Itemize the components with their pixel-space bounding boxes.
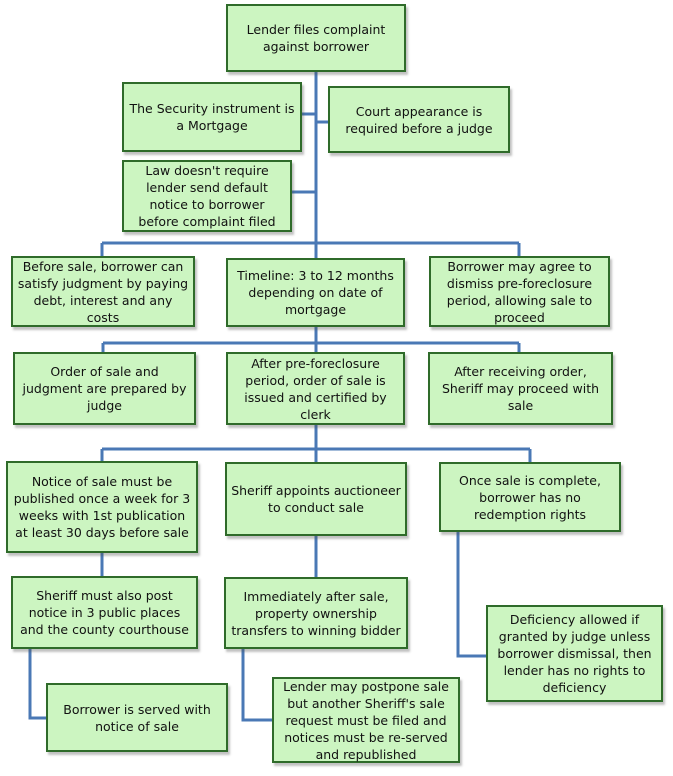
box-text: Sheriff must also post notice in 3 publi…	[20, 588, 189, 637]
box-before-sale: Before sale, borrower can satisfy judgme…	[11, 256, 195, 327]
box-sheriff-appoints: Sheriff appoints auctioneer to conduct s…	[225, 462, 407, 536]
box-borrower-served: Borrower is served with notice of sale	[46, 683, 228, 752]
connector-right-a	[456, 532, 486, 658]
box-text: Before sale, borrower can satisfy judgme…	[17, 258, 189, 325]
box-text: Immediately after sale, property ownersh…	[231, 588, 401, 638]
box-law-default-notice: Law doesn't require lender send default …	[122, 160, 292, 232]
box-text: Order of sale and judgment are prepared …	[22, 364, 187, 413]
box-text: After receiving order, Sheriff may proce…	[441, 364, 600, 413]
box-order-of-sale: Order of sale and judgment are prepared …	[13, 352, 196, 425]
box-sheriff-must-post: Sheriff must also post notice in 3 publi…	[11, 576, 198, 649]
connector-left-b	[28, 648, 47, 720]
connector-mid-b	[241, 648, 273, 722]
box-lender-files-complaint: Lender files complaint against borrower	[226, 4, 406, 72]
box-text: Law doesn't require lender send default …	[138, 163, 276, 229]
box-deficiency: Deficiency allowed if granted by judge u…	[486, 605, 663, 702]
box-text: Lender files complaint against borrower	[246, 22, 386, 54]
box-once-sale-complete: Once sale is complete, borrower has no r…	[439, 462, 621, 532]
box-text: Timeline: 3 to 12 months depending on da…	[237, 268, 394, 317]
box-text: Deficiency allowed if granted by judge u…	[497, 612, 652, 695]
box-after-receiving-order: After receiving order, Sheriff may proce…	[428, 352, 613, 425]
box-borrower-may-agree: Borrower may agree to dismiss pre-forecl…	[429, 256, 610, 327]
box-security-instrument: The Security instrument is a Mortgage	[122, 82, 302, 152]
box-timeline: Timeline: 3 to 12 months depending on da…	[226, 258, 405, 327]
box-text: Borrower may agree to dismiss pre-forecl…	[446, 258, 593, 325]
box-text: Court appearance is required before a ju…	[345, 103, 493, 136]
box-notice-of-sale: Notice of sale must be published once a …	[6, 461, 198, 553]
box-after-pre-foreclosure: After pre-foreclosure period, order of s…	[226, 352, 405, 425]
box-text: Sheriff appoints auctioneer to conduct s…	[231, 483, 401, 515]
box-court-appearance: Court appearance is required before a ju…	[328, 86, 510, 153]
box-lender-may-postpone: Lender may postpone sale but another She…	[272, 677, 460, 763]
box-text: The Security instrument is a Mortgage	[129, 101, 295, 133]
box-text: Borrower is served with notice of sale	[63, 701, 211, 734]
box-text: After pre-foreclosure period, order of s…	[244, 355, 387, 422]
box-immediately-after-sale: Immediately after sale, property ownersh…	[224, 577, 408, 649]
box-text: Lender may postpone sale but another She…	[283, 678, 449, 762]
box-text: Once sale is complete, borrower has no r…	[459, 472, 601, 522]
box-text: Notice of sale must be published once a …	[13, 474, 191, 540]
